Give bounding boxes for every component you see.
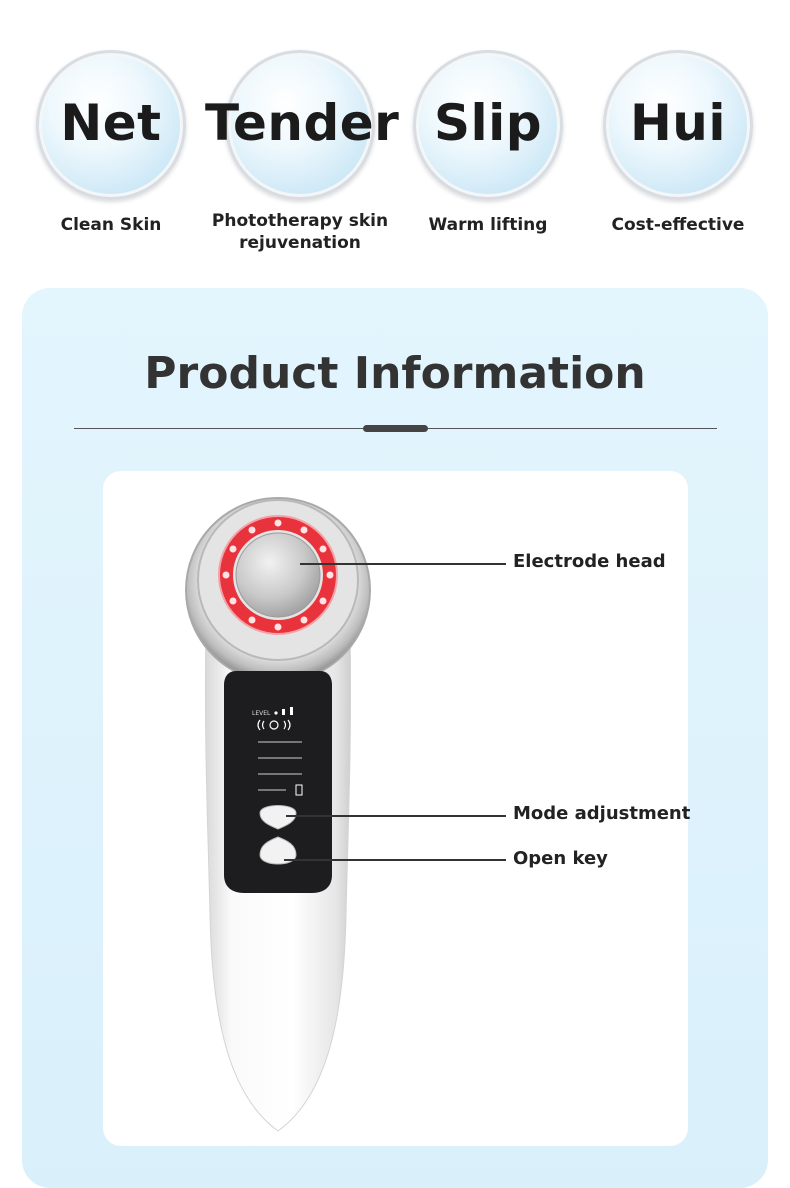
feature-tender: Tender Phototherapy skin rejuvenation [205,50,400,260]
electrode-head-label: Electrode head [513,551,666,572]
open-key-callout-line [284,859,506,861]
feature-circle [413,50,563,200]
title-divider-accent [363,425,428,432]
feature-hui: Hui Cost-effective [583,50,773,260]
open-key-label: Open key [513,848,608,869]
feature-slip: Slip Warm lifting [393,50,583,260]
feature-word: Hui [629,94,727,152]
feature-circle [36,50,186,200]
feature-net: Net Clean Skin [16,50,206,260]
feature-circle [603,50,753,200]
feature-caption: Warm lifting [428,215,548,235]
feature-circle [225,50,375,200]
led-dots [222,519,334,631]
feature-caption: Phototherapy skin rejuvenation [211,211,389,253]
control-panel [224,671,332,893]
feature-word: Net [60,94,162,152]
beauty-device-illustration: LEVEL [185,497,371,1132]
mode-button [259,805,297,830]
mode-adjustment-label: Mode adjustment [513,803,691,824]
feature-word: Tender [205,94,400,152]
electrode-plate [235,532,321,618]
power-button [259,836,297,865]
feature-row: Net Clean Skin Tender Phototherapy skin … [0,0,790,270]
page-title: Product Information [144,348,646,399]
feature-word: Slip [433,94,543,152]
feature-caption: Cost-effective [611,215,745,235]
level-label: LEVEL [252,710,271,717]
mode-adjustment-callout-line [286,815,506,817]
electrode-head-callout-line [300,563,506,565]
feature-caption: Clean Skin [60,215,162,235]
